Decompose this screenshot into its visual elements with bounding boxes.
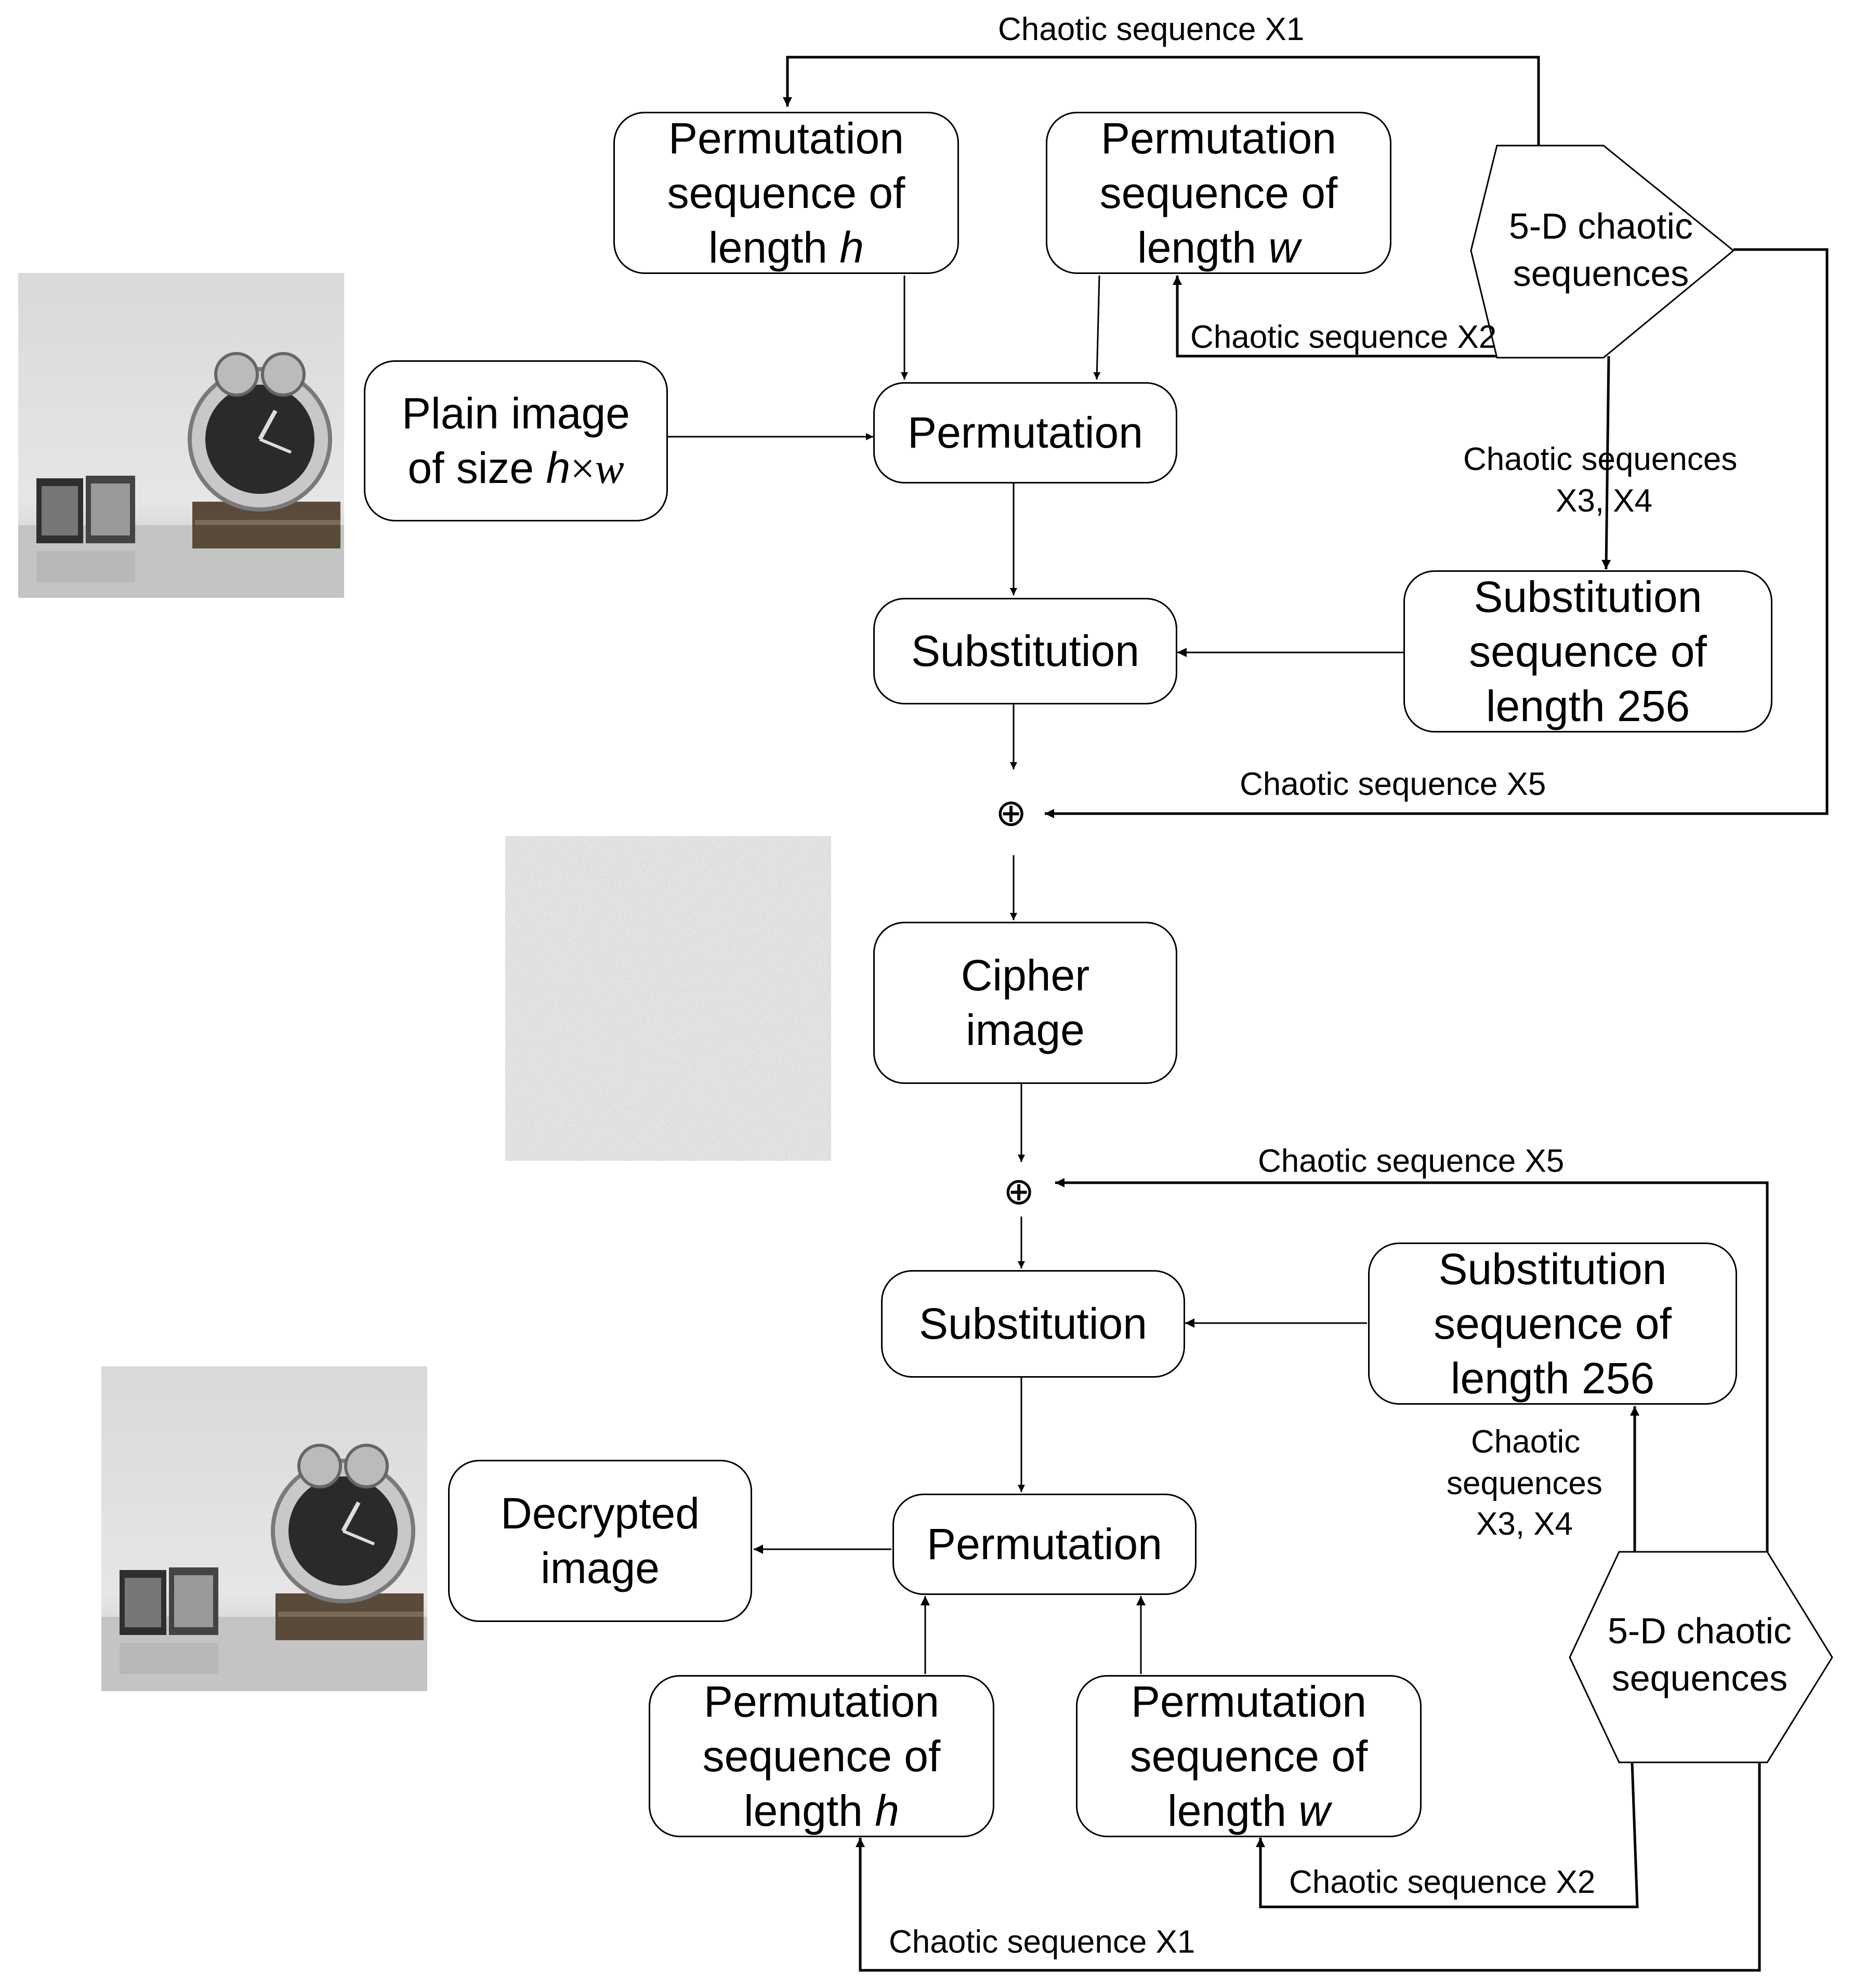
enc-hexagon-line1: 5-D chaotic xyxy=(1508,206,1693,246)
dec-perm-h-line2: sequence of xyxy=(702,1731,941,1781)
cipher-photo xyxy=(505,836,831,1161)
enc-substitution-box: Substitution xyxy=(873,598,1177,704)
enc-xor-symbol: ⊕ xyxy=(995,791,1027,834)
enc-perm-seq-h-box: Permutation sequence of length h xyxy=(613,112,959,274)
arrow-x1-encrypt xyxy=(783,56,1540,146)
arrow-permw-to-permutation xyxy=(1093,275,1101,380)
dec-hexagon-line2: sequences xyxy=(1611,1658,1788,1698)
dec-xor-symbol: ⊕ xyxy=(1003,1169,1035,1213)
enc-perm-w-line1: Permutation xyxy=(1101,113,1336,163)
dec-label-x34-line3: X3, X4 xyxy=(1476,1506,1573,1542)
decrypted-image-box: Decrypted image xyxy=(448,1460,752,1622)
enc-label-x34-line2: X3, X4 xyxy=(1556,483,1653,519)
dec-label-x34-line1: Chaotic xyxy=(1471,1424,1581,1460)
plain-image-line2: of size xyxy=(408,443,546,492)
enc-perm-seq-w-box: Permutation sequence of length w xyxy=(1046,112,1391,274)
dec-label-x34-line2: sequences xyxy=(1447,1466,1602,1501)
decrypted-line2: image xyxy=(541,1544,660,1592)
enc-permutation-label: Permutation xyxy=(908,408,1143,457)
dec-label-x2: Chaotic sequence X2 xyxy=(1289,1864,1596,1900)
enc-hexagon-line2: sequences xyxy=(1513,253,1689,294)
dec-perm-w-line3: length xyxy=(1167,1786,1299,1835)
plain-image-times: × xyxy=(570,444,595,493)
arrow-x1-decrypt xyxy=(856,1762,1761,1972)
dec-substitution-label: Substitution xyxy=(919,1299,1147,1348)
enc-label-x5: Chaotic sequence X5 xyxy=(1240,766,1546,802)
arrow-x34-encrypt xyxy=(1601,356,1611,570)
enc-hexagon-label: 5-D chaotic sequences xyxy=(1487,203,1715,297)
enc-subst-seq-line3: length 256 xyxy=(1486,681,1690,730)
plain-photo xyxy=(18,273,344,598)
arrow-x5-encrypt xyxy=(1045,248,1829,818)
enc-perm-w-line3: length xyxy=(1137,223,1269,272)
dec-perm-seq-w-box: Permutation sequence of length w xyxy=(1076,1675,1422,1837)
dec-hexagon-line1: 5-D chaotic xyxy=(1607,1611,1792,1651)
enc-perm-h-line3: length xyxy=(708,223,840,272)
plain-image-line1: Plain image xyxy=(402,388,630,438)
enc-perm-h-var: h xyxy=(839,223,864,272)
enc-substitution-label: Substitution xyxy=(911,626,1139,675)
cipher-line2: image xyxy=(966,1005,1085,1054)
enc-perm-h-line2: sequence of xyxy=(667,168,905,217)
dec-perm-w-line2: sequence of xyxy=(1129,1731,1368,1781)
dec-hexagon-label: 5-D chaotic sequences xyxy=(1585,1607,1814,1702)
dec-permutation-box: Permutation xyxy=(892,1494,1197,1595)
arrow-x2-encrypt xyxy=(1173,276,1539,358)
cipher-image-box: Cipher image xyxy=(873,922,1177,1084)
enc-perm-w-line2: sequence of xyxy=(1099,168,1338,217)
plain-image-var-h: h xyxy=(546,443,571,492)
enc-subst-seq-box: Substitution sequence of length 256 xyxy=(1403,570,1772,733)
dec-subst-seq-line3: length 256 xyxy=(1450,1353,1655,1403)
plain-image-var-w: w xyxy=(595,444,624,493)
cipher-line1: Cipher xyxy=(961,951,1090,1000)
dec-perm-seq-h-box: Permutation sequence of length h xyxy=(649,1675,994,1837)
enc-perm-w-var: w xyxy=(1268,223,1300,272)
dec-subst-seq-line2: sequence of xyxy=(1434,1299,1672,1348)
enc-subst-seq-line1: Substitution xyxy=(1474,572,1702,621)
dec-perm-w-line1: Permutation xyxy=(1131,1677,1366,1726)
arrow-x5-decrypt xyxy=(1055,1178,1769,1552)
decrypted-photo xyxy=(101,1366,427,1691)
arrow-x2-decrypt xyxy=(1256,1762,1639,1908)
dec-permutation-label: Permutation xyxy=(927,1520,1162,1568)
encryption-connectors xyxy=(668,56,1829,920)
enc-permutation-box: Permutation xyxy=(873,382,1177,483)
enc-label-x34-line1: Chaotic sequences xyxy=(1463,441,1738,477)
plain-image-box: Plain image of size h×w xyxy=(364,360,668,521)
enc-label-x1: Chaotic sequence X1 xyxy=(998,11,1305,47)
dec-label-x1: Chaotic sequence X1 xyxy=(889,1924,1195,1960)
hexagon-encrypt-outline xyxy=(1470,145,1735,359)
enc-label-x2: Chaotic sequence X2 xyxy=(1190,319,1497,355)
dec-label-x5: Chaotic sequence X5 xyxy=(1258,1143,1565,1179)
hexagon-decrypt-outline xyxy=(1569,1551,1833,1763)
dec-perm-h-line1: Permutation xyxy=(704,1677,939,1726)
dec-substitution-box: Substitution xyxy=(881,1270,1185,1378)
decryption-connectors xyxy=(754,1084,1769,1972)
dec-perm-h-var: h xyxy=(875,1786,899,1835)
dec-perm-h-line3: length xyxy=(744,1786,875,1835)
dec-perm-w-var: w xyxy=(1298,1786,1330,1835)
enc-perm-h-line1: Permutation xyxy=(668,113,904,163)
decrypted-line1: Decrypted xyxy=(501,1489,700,1538)
enc-subst-seq-line2: sequence of xyxy=(1469,626,1707,676)
dec-subst-seq-line1: Substitution xyxy=(1438,1244,1667,1293)
dec-subst-seq-box: Substitution sequence of length 256 xyxy=(1368,1242,1737,1405)
